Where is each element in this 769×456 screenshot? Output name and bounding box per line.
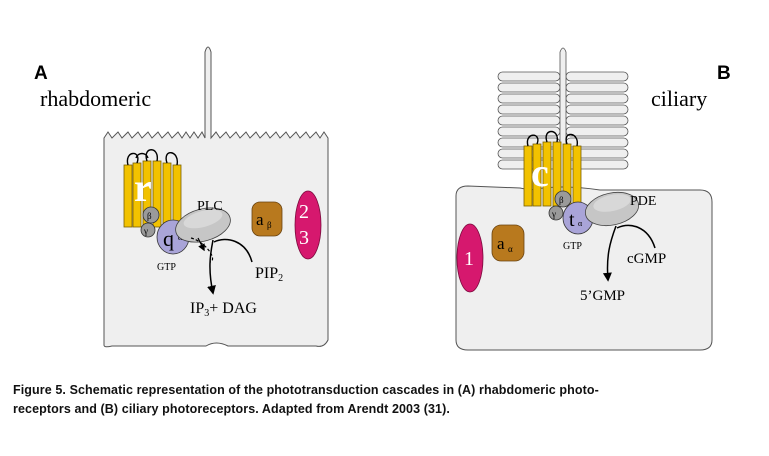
arrestin-beta: a β — [251, 201, 283, 237]
rhabdomeric-cell-body — [103, 46, 329, 348]
gt-alpha-label: t — [569, 209, 575, 231]
r-opsin-label: r — [134, 165, 152, 210]
gt-alpha-sub: α — [578, 219, 583, 228]
gt-beta-label: β — [559, 195, 564, 205]
cgmp-hydrolysis-arrow — [602, 225, 617, 282]
panel-a: A rhabdomeric r β γ q α GTP — [34, 46, 329, 348]
gq-beta-label: β — [147, 211, 152, 221]
pip2-substrate-curve — [213, 238, 253, 263]
panel-b-letter: B — [717, 63, 731, 84]
arrestin-alpha-label: a — [497, 234, 505, 253]
ciliary-label: ciliary — [651, 86, 707, 111]
arrestin-alpha: a α — [491, 224, 525, 262]
gq-protein: β γ q α GTP — [140, 206, 190, 273]
caption-line-2: receptors and (B) ciliary photoreceptors… — [13, 402, 450, 416]
pde-enzyme: PDE — [584, 191, 656, 227]
gq-dissociation-arrow — [197, 237, 205, 252]
gt-gamma-label: γ — [551, 209, 556, 219]
panel-a-letter: A — [34, 63, 48, 84]
pde-label: PDE — [630, 194, 656, 209]
magenta-1-label: 1 — [464, 248, 474, 270]
gq-plc-dashed-arrow — [190, 237, 214, 263]
c-opsin: c — [523, 130, 582, 207]
magenta-1-protein: 1 — [456, 223, 484, 293]
plc-label: PLC — [197, 199, 223, 214]
pip2-label: PIP2 — [255, 265, 283, 284]
magenta-3-label: 3 — [299, 227, 309, 249]
gq-alpha-label: q — [163, 226, 174, 251]
arrestin-beta-sub: β — [267, 220, 272, 230]
arrestin-beta-label: a — [256, 210, 264, 229]
panel-b: B ciliary — [455, 47, 731, 351]
cgmp-label: cGMP — [627, 251, 666, 267]
pip2-hydrolysis-arrow — [207, 239, 216, 295]
gt-gtp-label: GTP — [563, 241, 582, 252]
ip3-dag-label: IP3+ DAG — [190, 300, 257, 319]
magenta-2-3-protein: 2 3 — [294, 190, 322, 260]
r-opsin: r — [123, 149, 182, 228]
caption-line-1: Figure 5. Schematic representation of th… — [13, 383, 599, 397]
ciliary-disc-stack-right — [565, 71, 629, 170]
rhabdomeric-label: rhabdomeric — [40, 86, 151, 111]
5gmp-label: 5’GMP — [580, 288, 625, 304]
magenta-2-label: 2 — [299, 201, 309, 223]
gq-gtp-label: GTP — [157, 262, 176, 273]
figure-caption: Figure 5. Schematic representation of th… — [13, 381, 763, 419]
plc-enzyme: PLC — [175, 199, 231, 243]
c-opsin-label: c — [531, 150, 549, 195]
gq-gamma-label: γ — [143, 226, 148, 236]
arrestin-alpha-sub: α — [508, 244, 513, 254]
cgmp-substrate-curve — [616, 224, 656, 249]
